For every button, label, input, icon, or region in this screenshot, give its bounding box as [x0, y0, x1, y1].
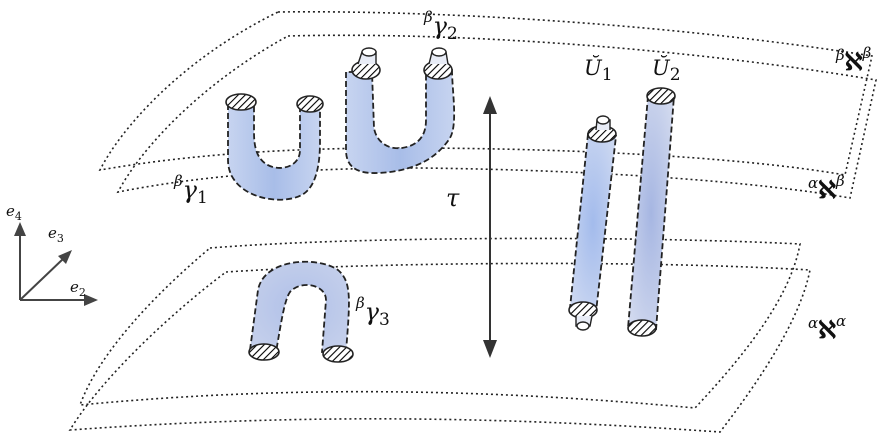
label-e4-name: e [6, 202, 15, 220]
label-e2-name: e [70, 278, 79, 296]
tau-arrow [483, 96, 497, 358]
bottom-sheet [68, 237, 811, 433]
label-e3-name: e [48, 224, 57, 242]
label-middle-sheet-main: ℵ [818, 175, 837, 204]
tube-gamma1 [225, 93, 324, 201]
label-U2-name: Ŭ [652, 56, 670, 80]
label-top-sheet-sup: β [862, 44, 872, 62]
label-bottom-sheet-main: ℵ [818, 315, 837, 344]
label-U2-sub: 2 [669, 65, 681, 85]
label-gamma3: βγ3 [356, 296, 390, 329]
axes-icon [14, 222, 98, 306]
label-U1-sub: 1 [601, 65, 613, 85]
label-gamma2-sub: 2 [447, 24, 458, 44]
label-tau: τ [446, 184, 460, 212]
label-gamma1: βγ1 [174, 174, 208, 207]
label-e4: e4 [6, 202, 22, 223]
label-gamma1-name: γ [182, 176, 198, 204]
top-sheet [98, 10, 877, 199]
label-gamma2-prefix: β [424, 8, 433, 26]
label-e4-sub: 4 [14, 210, 22, 223]
tube-gamma2 [345, 47, 456, 174]
label-middle-sheet-prefix: α [808, 174, 819, 192]
label-middle-sheet: αℵβ [808, 174, 845, 204]
label-gamma1-prefix: β [174, 172, 183, 190]
label-middle-sheet-sup: β [836, 172, 845, 190]
tube-gamma3 [248, 260, 354, 363]
tube-U1 [568, 115, 618, 331]
label-e3-sub: 3 [56, 232, 64, 245]
label-gamma3-prefix: β [356, 294, 365, 312]
label-bottom-sheet: αℵα [808, 314, 846, 344]
label-gamma2-name: γ [432, 12, 448, 40]
label-e2: e2 [70, 278, 86, 299]
label-gamma2: βγ2 [424, 10, 458, 43]
label-bottom-sheet-sup: α [836, 312, 847, 330]
label-U1-name: Ŭ [584, 56, 602, 80]
label-bottom-sheet-prefix: α [808, 314, 819, 332]
label-top-sheet-main: ℵ [844, 47, 863, 76]
label-e3: e3 [48, 224, 64, 245]
label-top-sheet: βℵβ [836, 46, 871, 76]
label-top-sheet-prefix: β [836, 46, 845, 64]
tube-U2 [627, 87, 676, 337]
label-U2: Ŭ2 [652, 56, 681, 84]
label-gamma3-name: γ [364, 298, 380, 326]
label-U1: Ŭ1 [584, 56, 613, 84]
label-gamma3-sub: 3 [379, 310, 390, 330]
label-gamma1-sub: 1 [197, 188, 208, 208]
label-e2-sub: 2 [78, 286, 86, 299]
